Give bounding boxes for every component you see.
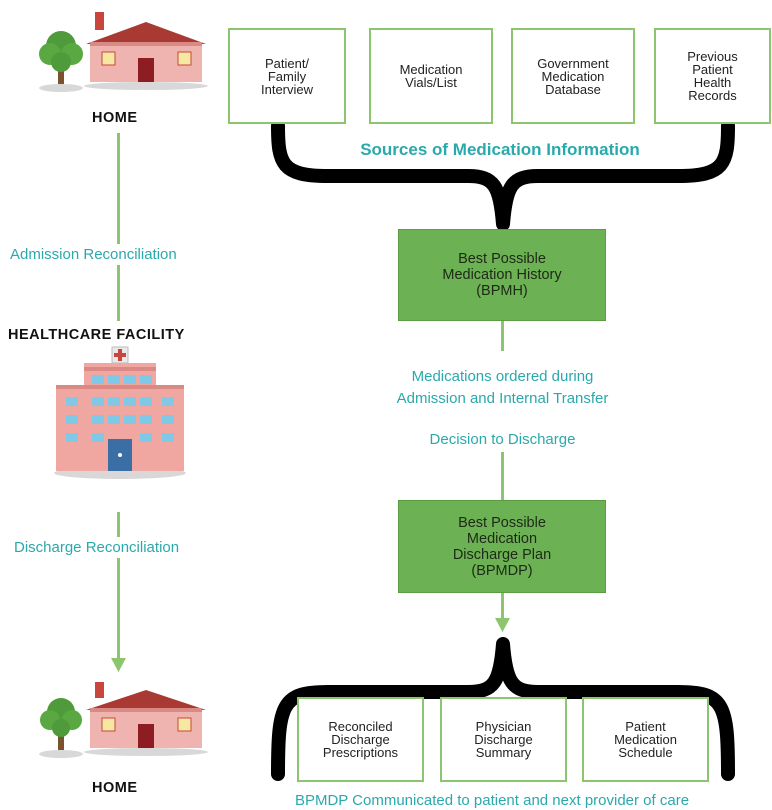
- source-government-medication-database: Government Medication Database: [511, 28, 635, 124]
- flow-arrow-down-icon: [495, 618, 510, 637]
- hospital-icon: [54, 346, 186, 479]
- sources-brace: [268, 119, 738, 239]
- output-physician-discharge-summary: Physician Discharge Summary: [440, 697, 567, 782]
- output-patient-medication-schedule: Patient Medication Schedule: [582, 697, 709, 782]
- timeline-arrow-down-icon: [111, 658, 126, 677]
- home-bottom-illustration: [28, 678, 218, 768]
- house-icon: [84, 12, 208, 90]
- hospital-illustration: [50, 345, 190, 485]
- source-medication-vials-list: Medication Vials/List: [369, 28, 493, 124]
- home-top-illustration: [28, 8, 218, 103]
- flow-line-bpmdp: [501, 593, 504, 621]
- sources-title: Sources of Medication Information: [360, 140, 640, 159]
- admission-reconciliation-label: Admission Reconciliation: [10, 244, 177, 265]
- tree-icon: [39, 698, 83, 758]
- tree-icon: [39, 31, 83, 92]
- output-reconciled-discharge-prescriptions: Reconciled Discharge Prescriptions: [297, 697, 424, 782]
- outputs-brace: [268, 634, 738, 789]
- outputs-caption: BPMDP Communicated to patient and next p…: [294, 792, 690, 809]
- bpmh-box: Best Possible Medication History (BPMH): [398, 229, 606, 321]
- flow-line-decision: [501, 452, 504, 500]
- discharge-reconciliation-label: Discharge Reconciliation: [14, 537, 180, 558]
- timeline-line-discharge: [117, 512, 120, 662]
- flow-line-bpmh: [501, 321, 504, 351]
- home-bottom-label: HOME: [92, 780, 138, 796]
- bpmdp-box: Best Possible Medication Discharge Plan …: [398, 500, 606, 593]
- medications-ordered-label: Medications ordered during Admission and…: [396, 368, 609, 407]
- source-previous-health-records: Previous Patient Health Records: [654, 28, 771, 124]
- home-top-label: HOME: [92, 110, 138, 126]
- decision-to-discharge-label: Decision to Discharge: [429, 431, 576, 448]
- source-patient-family-interview: Patient/ Family Interview: [228, 28, 346, 124]
- timeline-line-admission: [117, 133, 120, 321]
- healthcare-facility-label: HEALTHCARE FACILITY: [8, 327, 185, 343]
- house-icon: [84, 682, 208, 756]
